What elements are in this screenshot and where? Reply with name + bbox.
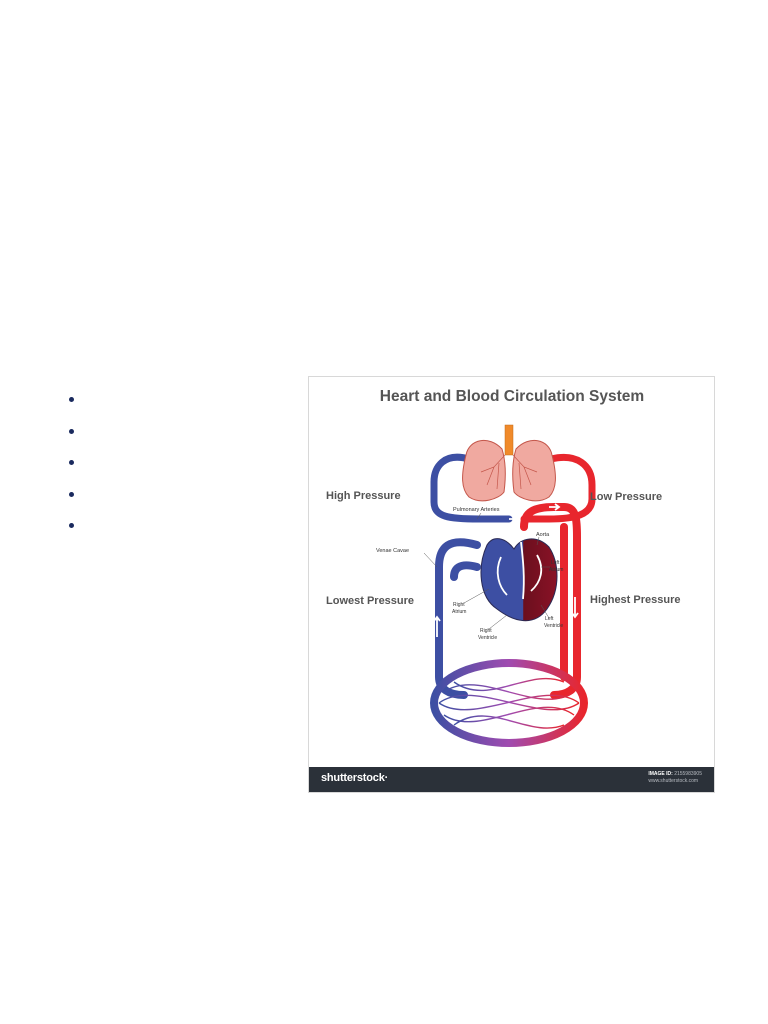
circulation-diagram: Heart and Blood Circulation System [326, 388, 680, 747]
label-right-atrium-line2: Atrium [452, 609, 466, 615]
list-item [55, 509, 255, 541]
image-info: IMAGE ID: 2155983905 www.shutterstock.co… [648, 771, 702, 785]
capillary-bed [430, 659, 588, 747]
label-left-ventricle-line2: Ventricle [544, 623, 563, 629]
diagram-title: Heart and Blood Circulation System [380, 388, 644, 405]
bullet-dot [69, 460, 74, 465]
list-item [55, 446, 255, 478]
label-high-pressure: High Pressure [326, 490, 401, 502]
image-id-label: IMAGE ID: [648, 771, 673, 777]
list-item [55, 383, 255, 415]
trachea [504, 424, 514, 456]
bullet-dot [69, 428, 74, 434]
label-left-atrium-line2: Atrium [549, 567, 563, 573]
label-right-ventricle-line2: Ventricle [478, 635, 497, 641]
label-right-atrium-line1: Right [453, 602, 465, 608]
label-aorta: Aorta [536, 532, 550, 538]
website-url: www.shutterstock.com [648, 778, 699, 784]
heart [480, 538, 558, 622]
label-right-ventricle-line1: Right [480, 628, 492, 634]
watermark-footer: shutterstock· IMAGE ID: 2155983905 www.s… [309, 767, 714, 792]
label-pulmonary-arteries: Pulmonary Arteries [453, 507, 500, 513]
systemic-artery [520, 503, 581, 699]
label-left-atrium-line1: Left [551, 560, 560, 566]
circulation-figure: Heart and Blood Circulation System [308, 376, 715, 793]
label-venae-cavae: Venae Cavae [376, 548, 409, 554]
pulmonary-loop-vein [430, 453, 513, 523]
label-lowest-pressure: Lowest Pressure [326, 595, 414, 607]
label-low-pressure: Low Pressure [590, 491, 662, 503]
pulmonary-loop-artery [520, 454, 596, 523]
label-highest-pressure: Highest Pressure [590, 594, 680, 606]
shutterstock-logo: shutterstock· [321, 772, 389, 784]
list-item [55, 415, 255, 447]
leader-lines [423, 512, 550, 630]
list-item [55, 478, 255, 510]
bullet-dot [69, 523, 74, 528]
systemic-vein [435, 538, 481, 699]
lungs [462, 424, 556, 502]
flow-arrows [433, 503, 579, 637]
label-left-ventricle-line1: Left [545, 616, 554, 622]
bullet-list [55, 383, 255, 541]
bullet-dot [69, 397, 74, 402]
bullet-dot [69, 491, 74, 497]
image-id: 2155983905 [674, 771, 702, 777]
